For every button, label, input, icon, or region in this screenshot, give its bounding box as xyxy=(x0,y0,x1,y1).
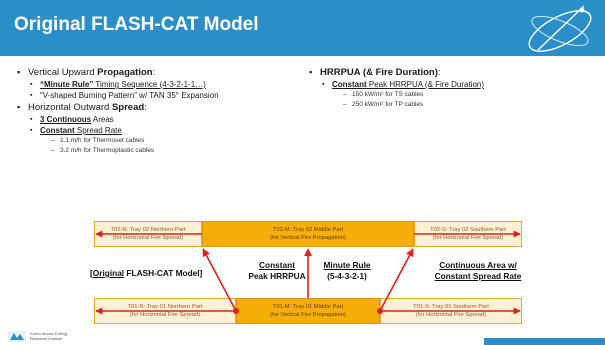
orbit-logo-icon xyxy=(528,5,592,52)
rate-thermoplastic: 3.2 m/h for Thermoplastic cables xyxy=(14,146,314,156)
title-bar xyxy=(0,0,605,56)
tray-02-middle-box: T02-M: Tray 02 Middle Part (for Vertical… xyxy=(202,221,414,247)
model-label: [Original FLASH-CAT Model] xyxy=(90,268,203,278)
tray-01-north-box: T01-N: Tray 01 Northern Part (for Horizo… xyxy=(94,298,236,324)
footer-org: Korea Atomic Energy Research Institute xyxy=(30,331,68,341)
constant-peak-label: Constant Peak HRRPUA xyxy=(248,260,306,281)
constant-spread-item: Constant Spread Rate xyxy=(14,125,314,136)
continuous-areas-item: 3 Continuous Areas xyxy=(14,114,314,125)
rate-thermoset: 1.1 m/h for Thermoset cables xyxy=(14,136,314,146)
horizontal-spread-item: Horizontal Outward Spread: xyxy=(14,101,314,114)
hrrpua-item: HRRPUA (& Fire Duration): xyxy=(306,66,596,79)
kaeri-logo-icon xyxy=(8,331,26,342)
hrrpua-ts: 150 kW/m² for TS cables xyxy=(306,90,596,100)
minute-rule-label: Minute Rule (5-4-3-2-1) xyxy=(323,260,371,281)
hrrpua-tp: 250 kW/m² for TP cables xyxy=(306,100,596,110)
continuous-area-label: Continuous Area w/ Constant Spread Rate xyxy=(434,260,522,281)
tray-01-middle-box: T01-M: Tray 01 Middle Part (for Vertical… xyxy=(236,298,380,324)
tray-01-south-box: T01-S: Tray 01 Southern Part (for Horizo… xyxy=(380,298,522,324)
tray-02-north-box: T02-N: Tray 02 Northern Part (for Horizo… xyxy=(94,221,202,247)
minute-rule-item: “Minute Rule” Timing Sequence (4-3-2-1-1… xyxy=(14,79,314,90)
constant-peak-item: Constant Peak HRRPUA (& Fire Duration) xyxy=(306,79,596,90)
left-bullets: Vertical Upward Propagation: “Minute Rul… xyxy=(14,66,314,155)
v-shaped-item: “V-shaped Burning Pattern” w/ TAN 35° Ex… xyxy=(14,90,314,101)
tray-02-south-box: T02-S: Tray 02 Southern Part (for Horizo… xyxy=(414,221,522,247)
slide-title: Original FLASH-CAT Model xyxy=(14,14,259,35)
footer-accent-bar xyxy=(484,338,605,345)
vertical-propagation-item: Vertical Upward Propagation: xyxy=(14,66,314,79)
right-bullets: HRRPUA (& Fire Duration): Constant Peak … xyxy=(306,66,596,109)
